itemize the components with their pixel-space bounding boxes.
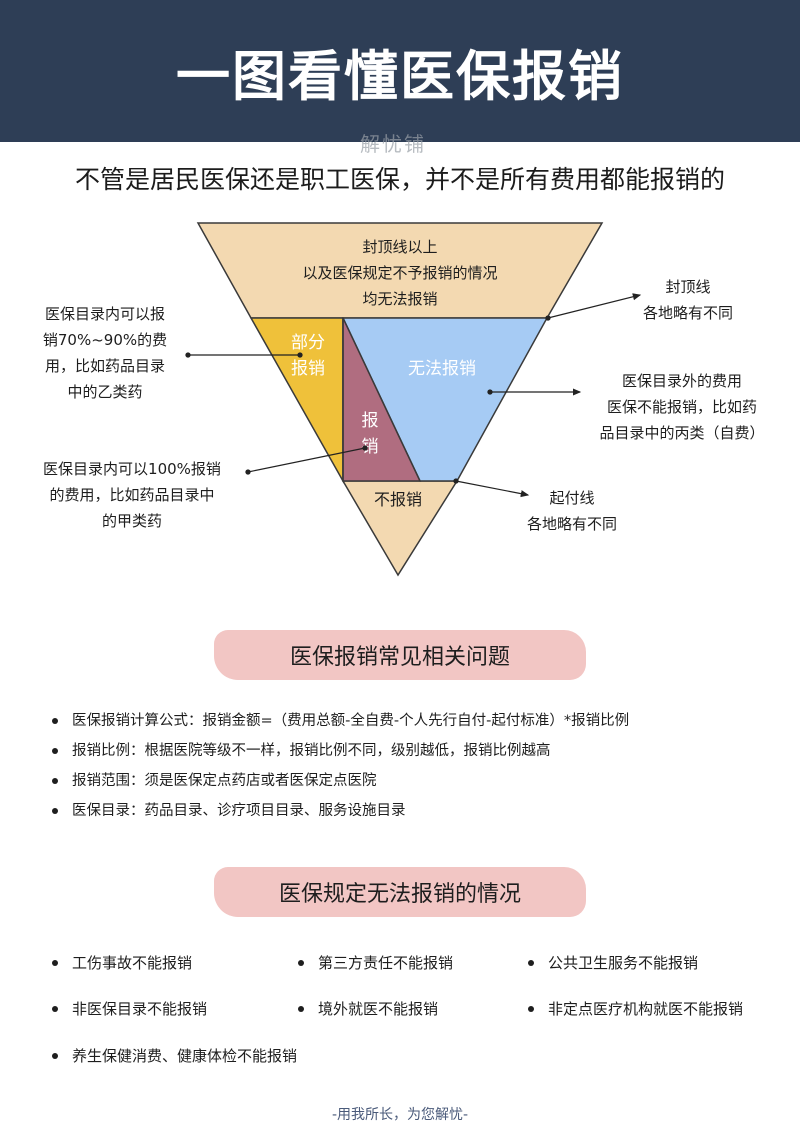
partial-line-1: 部分 [291, 333, 325, 353]
top-line-2: 以及医保规定不予报销的情况 [302, 264, 497, 282]
callout-left-top-4: 中的乙类药 [67, 383, 142, 401]
callout-left-bottom-3: 的甲类药 [102, 512, 162, 530]
watermark: 解忧铺 [360, 132, 426, 156]
list-item: 非医保目录不能报销 [50, 998, 207, 1019]
list-item: 工伤事故不能报销 [50, 952, 192, 973]
section2-banner: 医保规定无法报销的情况 [214, 867, 586, 917]
callout-left-bottom-2: 的费用，比如药品目录中 [49, 486, 214, 504]
section1-banner: 医保报销常见相关问题 [214, 630, 586, 680]
section1-title: 医保报销常见相关问题 [289, 645, 510, 670]
reimbursement-diagram: 封顶线以上 以及医保规定不予报销的情况 均无法报销 部分 报销 无法报销 报 销… [43, 222, 765, 577]
callout-right-top-1: 封顶线 [665, 278, 710, 296]
callout-right-mid-1: 医保目录外的费用 [622, 372, 742, 390]
list-item: 报销比例：根据医院等级不一样，报销比例不同，级别越低，报销比例越高 [50, 736, 770, 766]
bottom-label: 不报销 [374, 490, 422, 509]
callout-right-mid-2: 医保不能报销，比如药 [607, 398, 757, 416]
callout-right-top-2: 各地略有不同 [643, 304, 733, 322]
callout-right-bottom-2: 各地略有不同 [527, 515, 617, 533]
faq-list: 医保报销计算公式：报销金额=（费用总额-全自费-个人先行自付-起付标准）*报销比… [50, 706, 770, 826]
callout-right-mid-3: 品目录中的丙类（自费） [599, 424, 764, 442]
list-item: 境外就医不能报销 [296, 998, 438, 1019]
callout-left-top-1: 医保目录内可以报 [45, 305, 165, 323]
list-item: 养生保健消费、健康体检不能报销 [50, 1045, 297, 1066]
top-line-3: 均无法报销 [362, 290, 437, 308]
none-label: 无法报销 [408, 359, 476, 379]
callout-left-bottom-1: 医保目录内可以100%报销 [43, 460, 221, 478]
list-item: 医保目录：药品目录、诊疗项目目录、服务设施目录 [50, 796, 770, 826]
list-item: 非定点医疗机构就医不能报销 [526, 998, 743, 1019]
list-item: 医保报销计算公式：报销金额=（费用总额-全自费-个人先行自付-起付标准）*报销比… [50, 706, 770, 736]
footer-slogan: -用我所长，为您解忧- [331, 1107, 469, 1123]
full-line-1: 报 [362, 411, 379, 431]
full-line-2: 销 [362, 437, 379, 457]
callout-right-bottom-1: 起付线 [549, 489, 594, 507]
header-banner: 一图看懂医保报销 [0, 0, 800, 142]
list-item: 报销范围：须是医保定点药店或者医保定点医院 [50, 766, 770, 796]
partial-line-2: 报销 [291, 359, 325, 379]
top-line-1: 封顶线以上 [362, 238, 437, 256]
subtitle: 不管是居民医保还是职工医保，并不是所有费用都能报销的 [74, 165, 725, 194]
callout-left-top-3: 用，比如药品目录 [45, 357, 165, 375]
section2-title: 医保规定无法报销的情况 [278, 882, 521, 907]
page-title: 一图看懂医保报销 [176, 44, 624, 108]
callout-left-top-2: 销70%~90%的费 [43, 331, 167, 349]
list-item: 公共卫生服务不能报销 [526, 952, 698, 973]
list-item: 第三方责任不能报销 [296, 952, 453, 973]
